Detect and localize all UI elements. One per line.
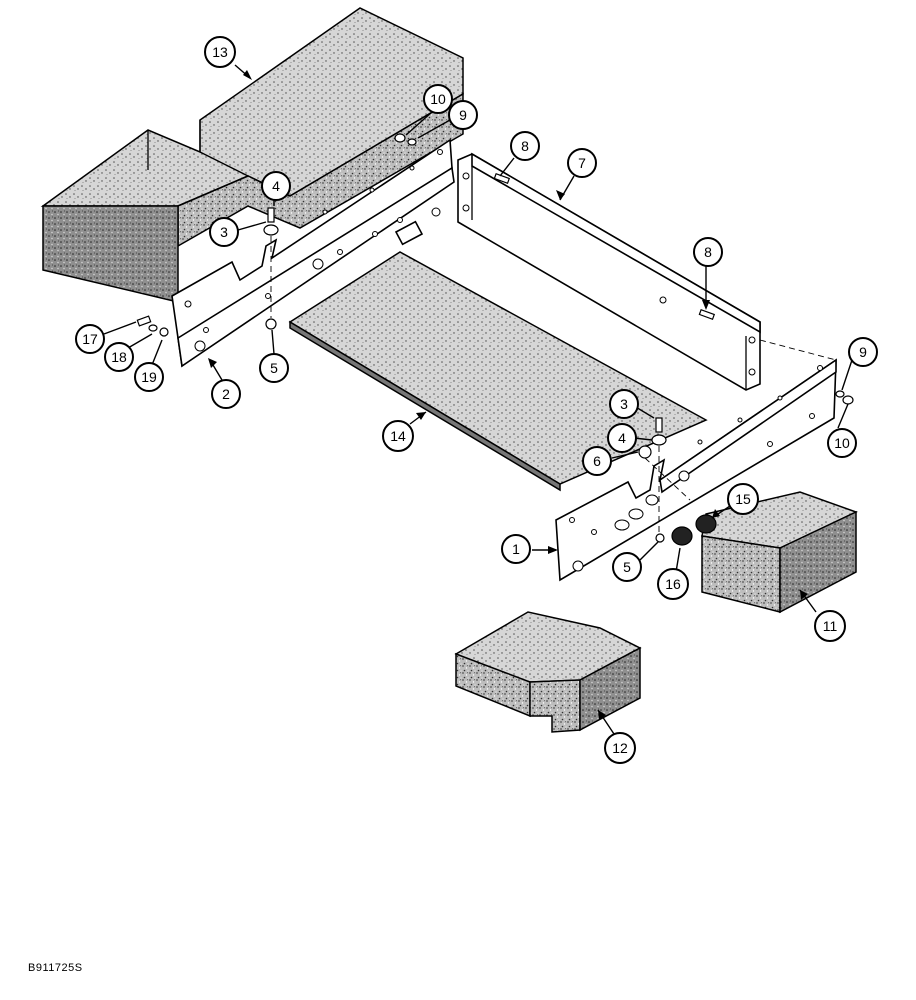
svg-text:14: 14 — [390, 428, 406, 444]
svg-text:1: 1 — [512, 541, 520, 557]
svg-text:19: 19 — [141, 369, 157, 385]
callouts: 13 10 9 8 7 4 3 8 17 18 19 2 5 9 3 14 4 … — [75, 36, 878, 764]
svg-text:6: 6 — [593, 453, 601, 469]
foam-block-13 — [40, 7, 464, 303]
callout-8: 8 — [693, 237, 723, 267]
svg-text:4: 4 — [272, 178, 280, 194]
side-rail-1 — [555, 358, 837, 582]
svg-text:10: 10 — [834, 435, 850, 451]
svg-text:16: 16 — [665, 576, 681, 592]
svg-text:15: 15 — [735, 491, 751, 507]
hardware — [136, 133, 854, 546]
svg-text:13: 13 — [212, 44, 228, 60]
floor-mat-14 — [288, 251, 708, 492]
foam-block-12 — [454, 611, 642, 733]
callout-14: 14 — [382, 420, 414, 452]
callout-18: 18 — [104, 342, 134, 372]
svg-text:8: 8 — [704, 244, 712, 260]
callout-15: 15 — [727, 483, 759, 515]
svg-text:9: 9 — [459, 107, 467, 123]
callout-9: 9 — [448, 100, 478, 130]
callout-11: 11 — [814, 610, 846, 642]
callout-16: 16 — [657, 568, 689, 600]
svg-text:9: 9 — [859, 344, 867, 360]
callout-19: 19 — [134, 362, 164, 392]
svg-text:8: 8 — [521, 138, 529, 154]
svg-text:18: 18 — [111, 349, 127, 365]
callout-6: 6 — [582, 446, 612, 476]
callout-9: 9 — [848, 337, 878, 367]
svg-text:3: 3 — [220, 224, 228, 240]
leader-arrowheads — [208, 70, 808, 720]
callout-12: 12 — [604, 732, 636, 764]
callout-7: 7 — [567, 148, 597, 178]
svg-text:3: 3 — [620, 396, 628, 412]
alignment-lines — [270, 236, 837, 532]
callout-13: 13 — [204, 36, 236, 68]
callout-10: 10 — [423, 84, 453, 114]
svg-text:4: 4 — [618, 430, 626, 446]
svg-text:2: 2 — [222, 386, 230, 402]
callout-2: 2 — [211, 379, 241, 409]
svg-text:5: 5 — [270, 360, 278, 376]
callout-3: 3 — [609, 389, 639, 419]
svg-text:11: 11 — [823, 618, 838, 634]
svg-text:12: 12 — [612, 740, 628, 756]
svg-text:10: 10 — [430, 91, 446, 107]
svg-text:17: 17 — [82, 331, 98, 347]
svg-text:5: 5 — [623, 559, 631, 575]
callout-10: 10 — [827, 428, 857, 458]
callout-5: 5 — [612, 552, 642, 582]
rear-panel-7 — [457, 152, 761, 391]
callout-17: 17 — [75, 324, 105, 354]
callout-1: 1 — [501, 534, 531, 564]
callout-4: 4 — [261, 171, 291, 201]
figure-code: B911725S — [28, 962, 83, 974]
callout-3: 3 — [209, 217, 239, 247]
callout-4: 4 — [607, 423, 637, 453]
callout-5: 5 — [259, 353, 289, 383]
svg-text:7: 7 — [578, 155, 586, 171]
side-rail-2 — [171, 138, 455, 368]
callout-8: 8 — [510, 131, 540, 161]
